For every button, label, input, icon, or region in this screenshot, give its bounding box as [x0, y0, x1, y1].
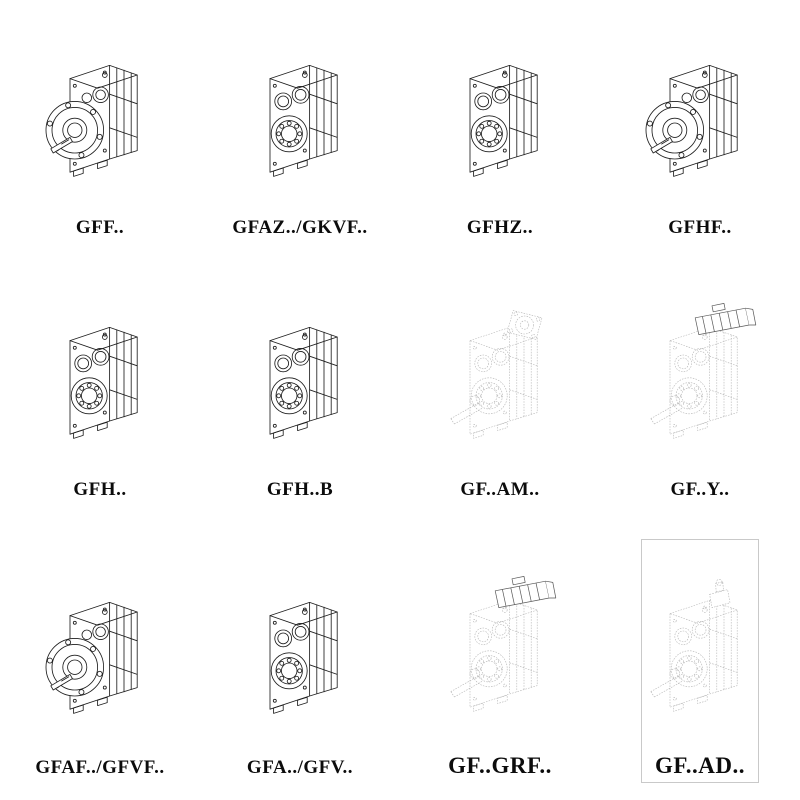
- model-label: GFAF../GFVF..: [35, 757, 165, 778]
- gearmotor-drawing-icon: [640, 267, 760, 479]
- model-label: GFH..B: [266, 479, 334, 500]
- catalog-cell-gfhf: GFHF..: [640, 16, 760, 244]
- gearbox-adapter-drawing-icon: [640, 538, 760, 753]
- gearbox-flange-drawing-icon: [40, 5, 160, 217]
- model-label: GFF..: [75, 217, 125, 238]
- gearbox-hollow-shaft-drawing-icon: [240, 5, 360, 217]
- catalog-cell-gf-y: GF..Y..: [640, 276, 760, 506]
- catalog-cell-gff: GFF..: [40, 16, 160, 244]
- catalog-cell-gfaf-gfvf: GFAF../GFVF..: [35, 538, 164, 784]
- gearbox-flange-drawing-icon: [40, 538, 160, 757]
- gearbox-motor-flange-drawing-icon: [440, 267, 560, 479]
- model-label: GF..AD..: [654, 753, 746, 778]
- catalog-cell-gfh-b: GFH..B: [240, 276, 360, 506]
- gearbox-hollow-shaft-drawing-icon: [40, 267, 160, 479]
- catalog-cell-gfa-gfv: GFA../GFV..: [240, 538, 360, 784]
- gearbox-hollow-shaft-drawing-icon: [440, 5, 560, 217]
- gearbox-flange-drawing-icon: [640, 5, 760, 217]
- catalog-cell-gf-grf: GF..GRF..: [440, 538, 560, 784]
- gearmotor-drawing-icon: [440, 538, 560, 753]
- model-label: GF..GRF..: [448, 753, 552, 778]
- model-label: GFA../GFV..: [246, 757, 354, 778]
- catalog-cell-gf-am: GF..AM..: [440, 276, 560, 506]
- model-label: GF..AM..: [460, 479, 540, 500]
- catalog-cell-gf-ad: GF..AD..: [640, 538, 760, 784]
- model-label: GF..Y..: [670, 479, 730, 500]
- model-label: GFAZ../GKVF..: [232, 217, 368, 238]
- catalog-cell-gfhz: GFHZ..: [440, 16, 560, 244]
- gearbox-hollow-shaft-drawing-icon: [240, 538, 360, 757]
- model-label: GFHF..: [668, 217, 732, 238]
- catalog-cell-gfaz-gkvf: GFAZ../GKVF..: [232, 16, 367, 244]
- model-label: GFH..: [73, 479, 127, 500]
- model-label: GFHZ..: [466, 217, 534, 238]
- catalog-cell-gfh: GFH..: [40, 276, 160, 506]
- gearbox-hollow-shaft-drawing-icon: [240, 267, 360, 479]
